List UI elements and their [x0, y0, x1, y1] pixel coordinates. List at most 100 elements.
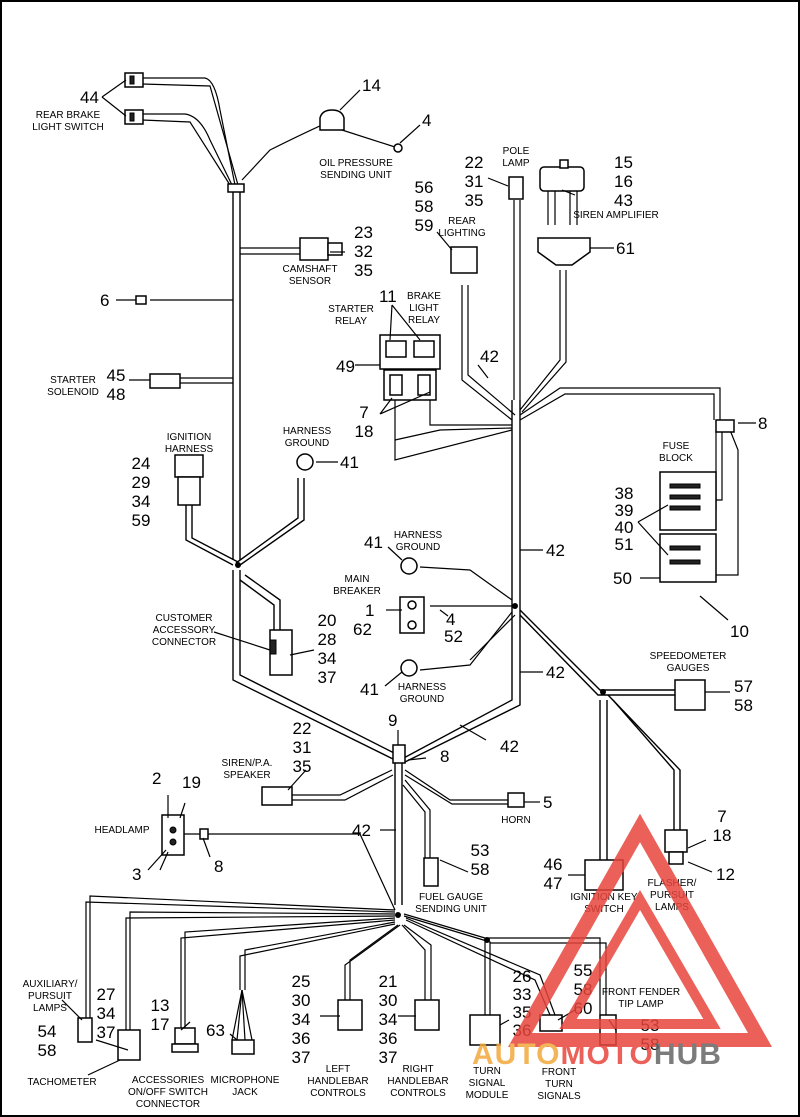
- oil-pressure-sender: [319, 109, 345, 131]
- leader-lines: [61, 79, 756, 1076]
- headlamp: [161, 814, 185, 856]
- pole-lamp-connector: [508, 176, 524, 200]
- connector-6: [135, 295, 147, 305]
- callout-63: 63: [206, 1021, 225, 1040]
- callout-5: 5: [543, 793, 552, 812]
- callout-41c: 41: [360, 680, 379, 699]
- horn: [507, 792, 525, 808]
- accessories-switch-connector: [174, 1027, 196, 1045]
- callout-6: 6: [100, 291, 109, 310]
- siren-amplifier: [539, 166, 585, 192]
- camshaft-sensor: [299, 237, 329, 261]
- label-siren-pa: SIREN/P.A.SPEAKER: [222, 758, 273, 781]
- turn-signal-module: [469, 1014, 501, 1046]
- callout-41b: 41: [364, 533, 383, 552]
- label-tachometer: TACHOMETER: [27, 1077, 96, 1088]
- callout-42b: 42: [546, 541, 565, 560]
- microphone-jack: [231, 1039, 255, 1055]
- callout-52: 52: [444, 627, 463, 646]
- label-horn: HORN: [501, 815, 530, 826]
- harness-ground-2: [400, 557, 418, 575]
- front-turn-signals: [539, 1014, 563, 1032]
- callout-41a: 41: [340, 453, 359, 472]
- callout-61: 61: [616, 239, 635, 258]
- harness-ground-3: [400, 659, 418, 677]
- callout-3: 3: [132, 865, 141, 884]
- fuse-block-top: [659, 471, 717, 531]
- callout-8c: 8: [214, 857, 223, 876]
- label-siren-amplifier: SIREN AMPLIFIER: [573, 210, 659, 221]
- callout-4b: 4: [446, 610, 455, 629]
- auxiliary-connector: [77, 1017, 93, 1043]
- callout-50: 50: [613, 569, 632, 588]
- right-handlebar-connector: [414, 999, 440, 1031]
- wire-harness: [85, 77, 739, 1041]
- callout-12: 12: [716, 865, 735, 884]
- rear-lighting-connector: [450, 246, 478, 274]
- watermark-text: AUTOMOTOHUB: [472, 1038, 722, 1071]
- watermark-triangle-inner: [559, 890, 721, 1029]
- watermark-triangle: [507, 813, 773, 1047]
- fuel-gauge-sender: [423, 857, 439, 887]
- harness-ground-1: [296, 453, 314, 471]
- callout-62: 62: [353, 620, 372, 639]
- callout-42c: 42: [546, 663, 565, 682]
- callout-42d: 42: [500, 737, 519, 756]
- siren-pa-speaker: [261, 786, 293, 806]
- callout-8a: 8: [758, 414, 767, 433]
- label-headlamp: HEADLAMP: [94, 825, 149, 836]
- callout-4a: 4: [422, 111, 431, 130]
- siren-connector-61: [537, 237, 591, 266]
- node-9: [392, 744, 406, 764]
- watermark-logo: AUTOMOTOHUB: [472, 813, 773, 1071]
- callout-42e: 42: [352, 821, 371, 840]
- fuse-block-bottom: [659, 533, 717, 583]
- starter-solenoid: [149, 373, 181, 389]
- connector-8-fuse: [715, 419, 735, 433]
- callout-42a: 42: [480, 347, 499, 366]
- callout-49: 49: [336, 357, 355, 376]
- callout-9: 9: [388, 711, 397, 730]
- components: [77, 72, 735, 1061]
- flasher-connector: [664, 829, 688, 853]
- callout-19: 19: [182, 773, 201, 792]
- speedometer-connector: [674, 679, 706, 711]
- callout-8b: 8: [440, 747, 449, 766]
- callout-44: 44: [80, 88, 99, 107]
